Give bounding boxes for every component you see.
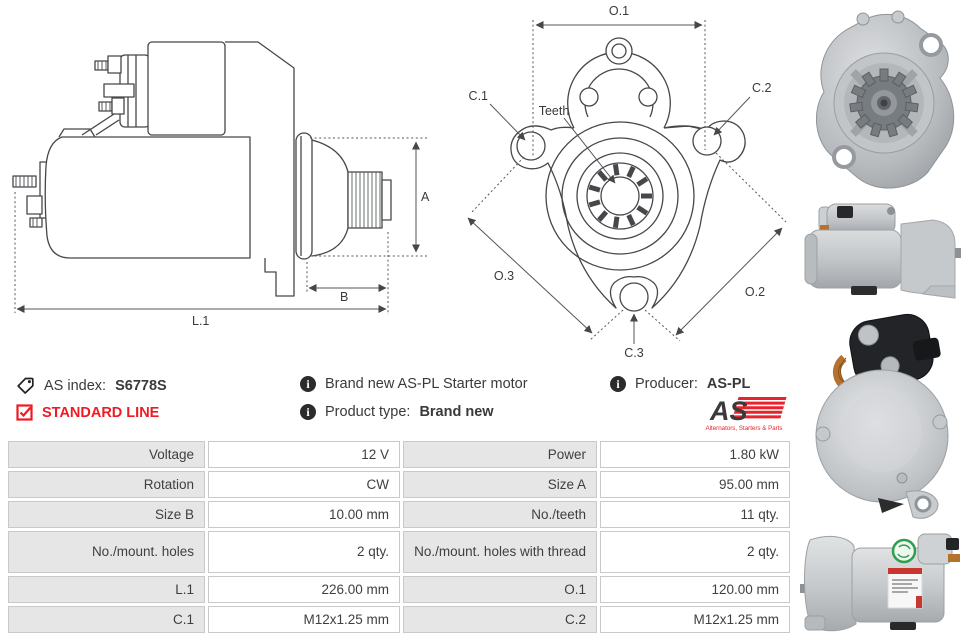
product-photo-angle[interactable] [800,528,963,636]
spec-value: M12x1.25 mm [208,606,400,633]
product-type-value: Brand new [419,404,494,420]
spec-label: O.1 [403,576,597,603]
info-icon: i [300,376,316,392]
checkbox-checked-icon [16,404,33,421]
side-view-drawing: A B L.1 [12,41,430,328]
spec-value: 120.00 mm [600,576,790,603]
as-pl-logo: AS Alternators, Starters & Parts [705,396,787,432]
spec-label: Size B [8,501,205,528]
dim-label-c3: C.3 [624,346,644,360]
info-icon: i [610,376,626,392]
spec-label: Voltage [8,441,205,468]
spec-value: M12x1.25 mm [600,606,790,633]
description-text: Brand new AS-PL Starter motor [325,376,528,392]
dim-label-o2: O.2 [745,285,765,299]
standard-line-row: STANDARD LINE [16,404,159,421]
spec-value: CW [208,471,400,498]
spec-label: C.2 [403,606,597,633]
as-index-value: S6778S [115,377,167,394]
dim-label-o3: O.3 [494,269,514,283]
producer-row: i Producer: AS-PL [610,376,750,392]
spec-value: 1.80 kW [600,441,790,468]
spec-label: L.1 [8,576,205,603]
dim-label-o1: O.1 [609,4,629,18]
dim-label-c2: C.2 [752,81,772,95]
dim-label-b: B [340,290,348,304]
spec-value: 95.00 mm [600,471,790,498]
spec-label: No./teeth [403,501,597,528]
product-type-label: Product type: [325,404,411,420]
spec-label: No./mount. holes with thread [403,531,597,573]
standard-line-badge: STANDARD LINE [42,404,160,421]
product-photo-side[interactable] [803,198,963,300]
front-view-drawing: O.1 C.1 C.2 Teeth O.3 O.2 C.3 [467,4,787,360]
dim-label-a: A [421,190,430,204]
product-photo-rear[interactable] [810,306,958,524]
spec-value: 2 qty. [208,531,400,573]
spec-table: Voltage 12 V Power 1.80 kW Rotation CW S… [8,441,790,633]
producer-value: AS-PL [706,376,751,392]
description-row: i Brand new AS-PL Starter motor [300,376,528,392]
dim-label-l1: L.1 [192,314,209,328]
dim-label-c1: C.1 [469,89,489,103]
as-index-row: AS index: S6778S [16,376,167,395]
tag-icon [17,377,34,394]
spec-value: 12 V [208,441,400,468]
info-icon: i [300,404,316,420]
spec-value: 10.00 mm [208,501,400,528]
spec-label: Rotation [8,471,205,498]
product-photo-front[interactable] [808,6,960,196]
spec-label: Size A [403,471,597,498]
spec-label: No./mount. holes [8,531,205,573]
spec-value: 2 qty. [600,531,790,573]
teeth-label: Teeth [539,104,570,118]
spec-value: 11 qty. [600,501,790,528]
producer-label: Producer: [635,376,698,392]
spec-label: Power [403,441,597,468]
spec-value: 226.00 mm [208,576,400,603]
product-type-row: i Product type: Brand new [300,404,494,420]
as-logo-tagline: Alternators, Starters & Parts [705,425,782,432]
spec-label: C.1 [8,606,205,633]
as-logo-text: AS [709,396,748,426]
as-index-label: AS index: [44,377,107,394]
